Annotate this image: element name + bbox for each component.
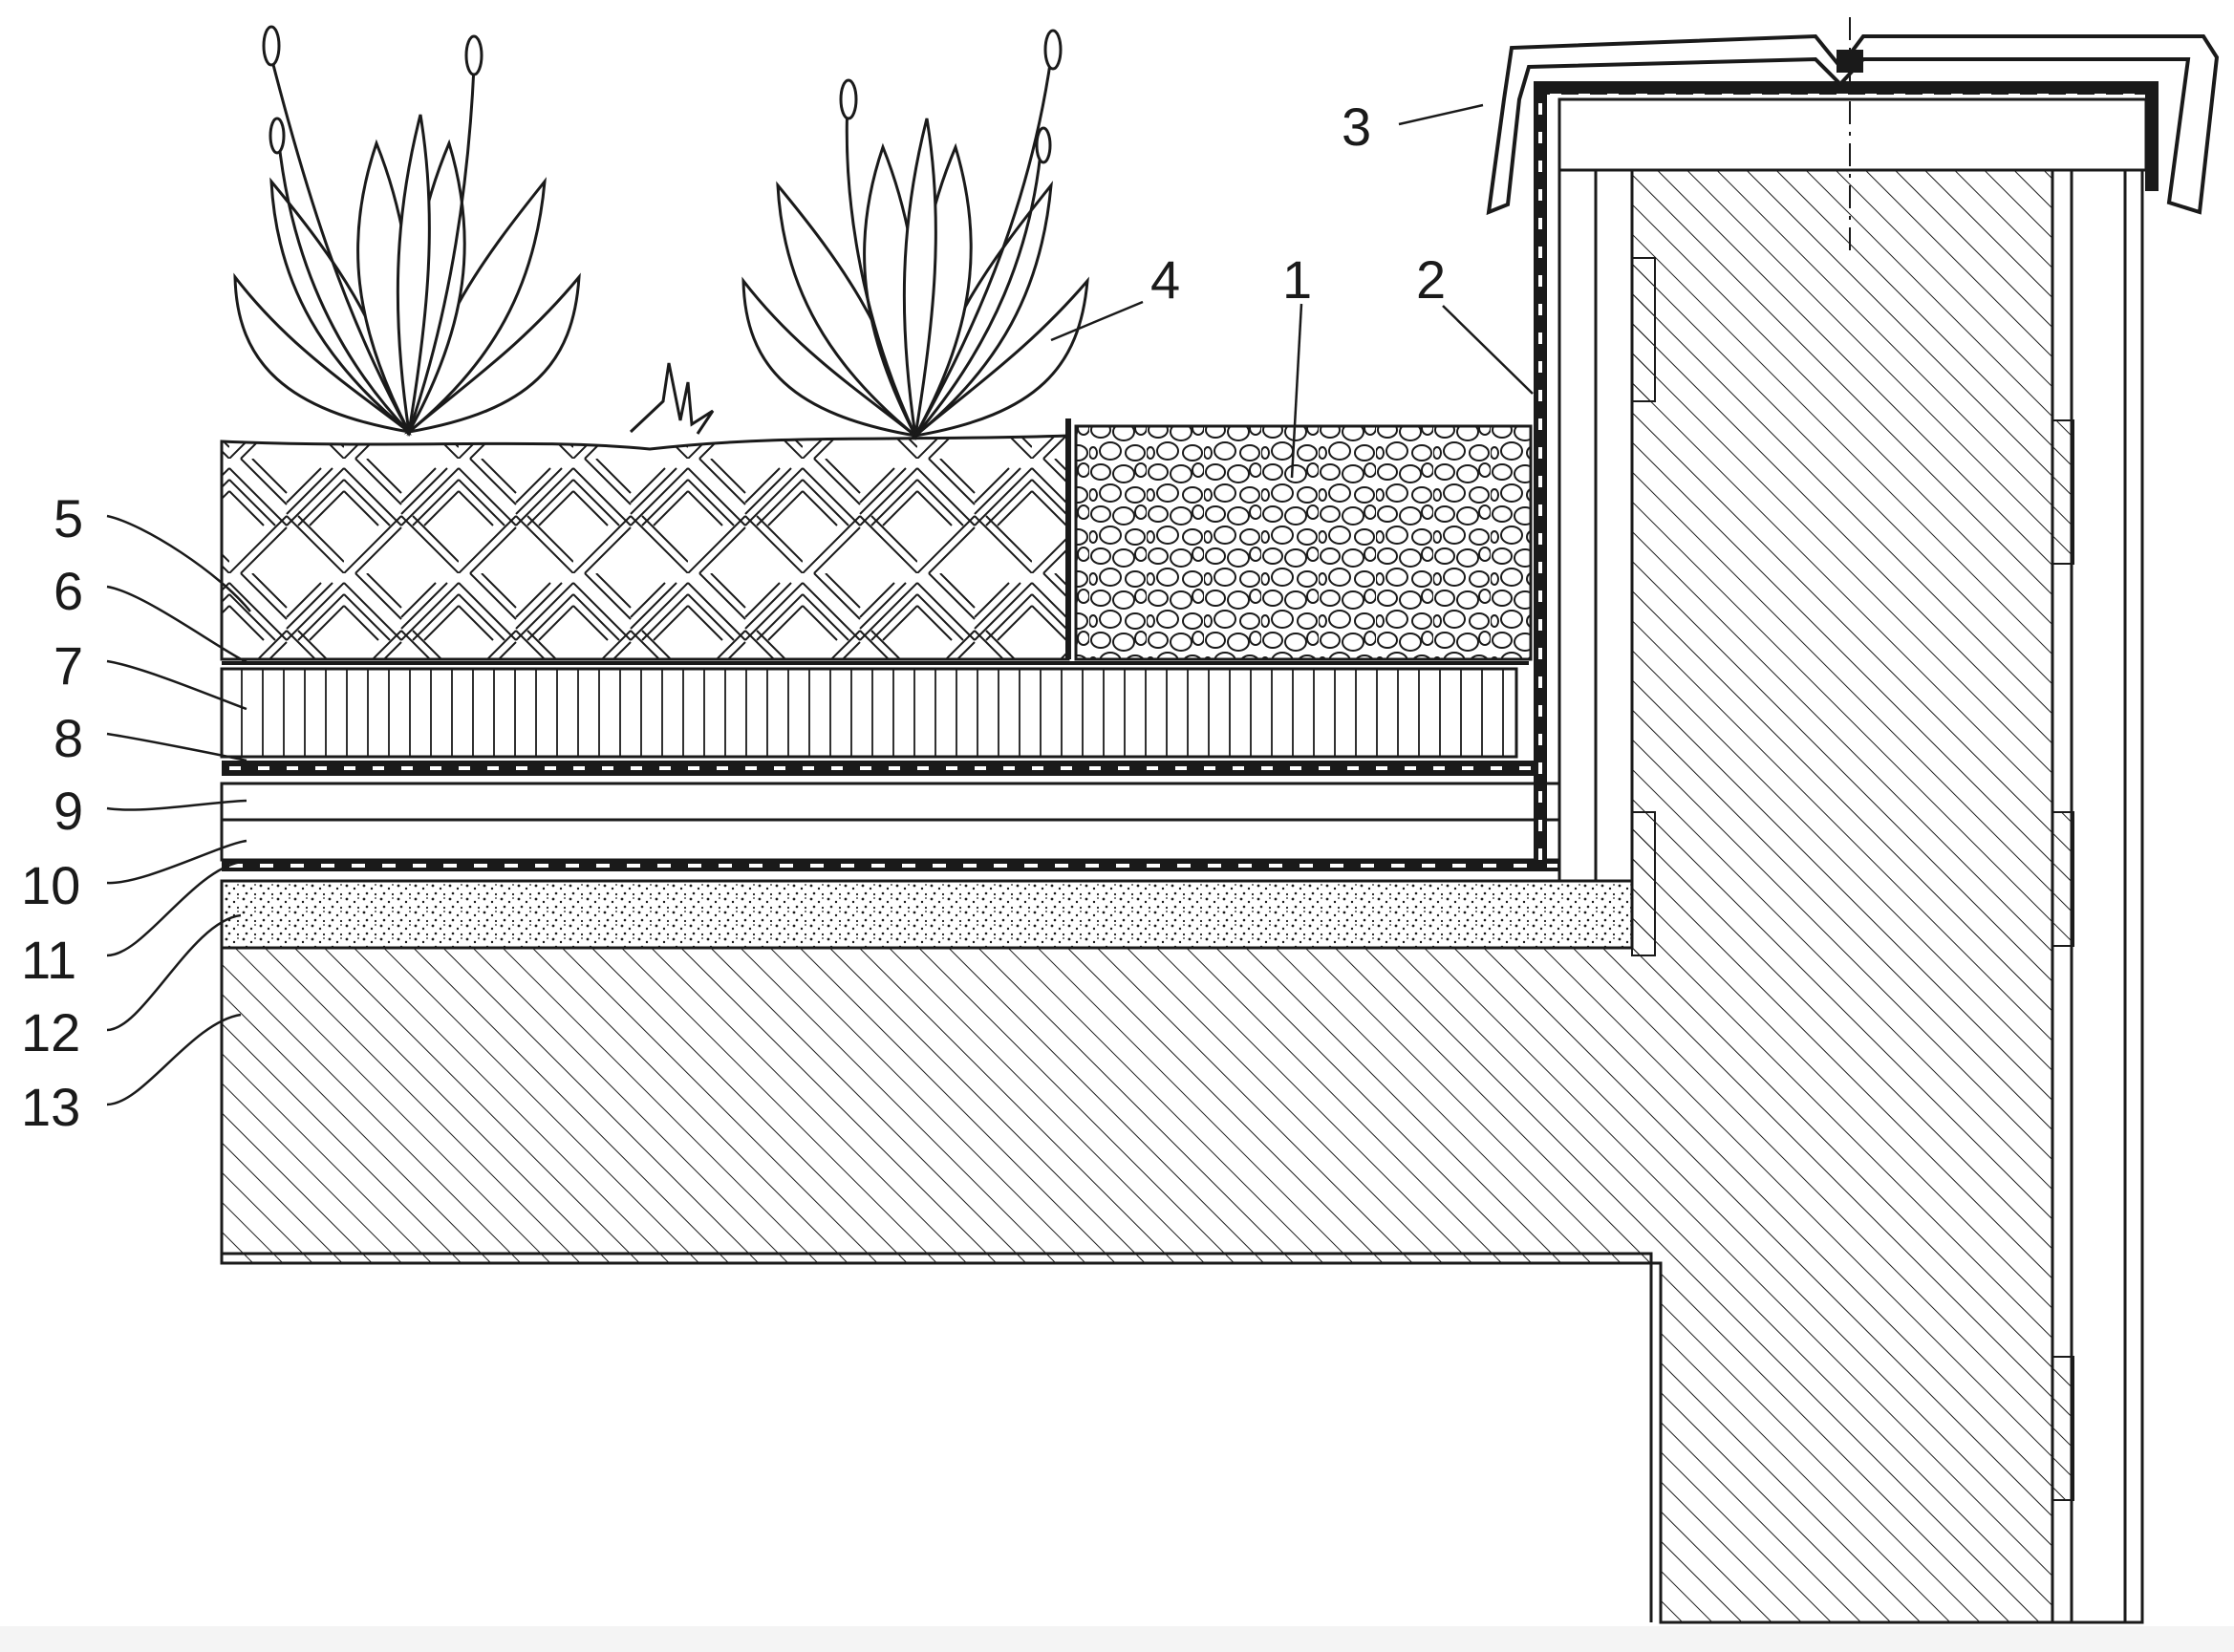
callout-8: 8	[54, 708, 83, 768]
callout-12: 12	[21, 1002, 80, 1062]
gravel-strip	[1074, 424, 1533, 661]
callout-5: 5	[54, 488, 83, 548]
anchor-block	[2051, 419, 2074, 565]
callout-10: 10	[21, 855, 80, 915]
callout-1: 1	[1282, 249, 1312, 310]
screed-layer	[220, 879, 1634, 950]
parapet-cap-board	[1557, 97, 2148, 172]
insulation-layer	[220, 818, 1561, 862]
callout-6: 6	[54, 561, 83, 621]
slab-soffit-line	[222, 1252, 1653, 1622]
plant-left	[233, 25, 581, 438]
callout-4: 4	[1150, 249, 1180, 310]
metal-coping	[1486, 33, 2220, 216]
drainage-layer	[220, 667, 1518, 759]
anchor-block	[2051, 811, 2074, 947]
anchor-block	[1631, 811, 1656, 956]
plant-right	[741, 29, 1089, 441]
callout-2: 2	[1416, 249, 1446, 310]
protection-layer	[220, 782, 1561, 822]
root-barrier-membrane	[222, 761, 1540, 776]
callout-3: 3	[1342, 97, 1371, 157]
callout-7: 7	[54, 635, 83, 696]
waterproof-membrane-lower	[222, 860, 1559, 871]
callout-13: 13	[21, 1077, 80, 1137]
callout-9: 9	[54, 781, 83, 841]
anchor-block	[2051, 1356, 2074, 1501]
leader-lines	[106, 103, 1534, 1106]
bottom-band	[0, 1626, 2234, 1652]
substrate-layer	[220, 434, 1070, 661]
callout-11: 11	[21, 930, 76, 990]
anchor-block	[1631, 257, 1656, 402]
grass-tuft	[629, 362, 715, 435]
fixing-screw	[1837, 50, 1863, 73]
